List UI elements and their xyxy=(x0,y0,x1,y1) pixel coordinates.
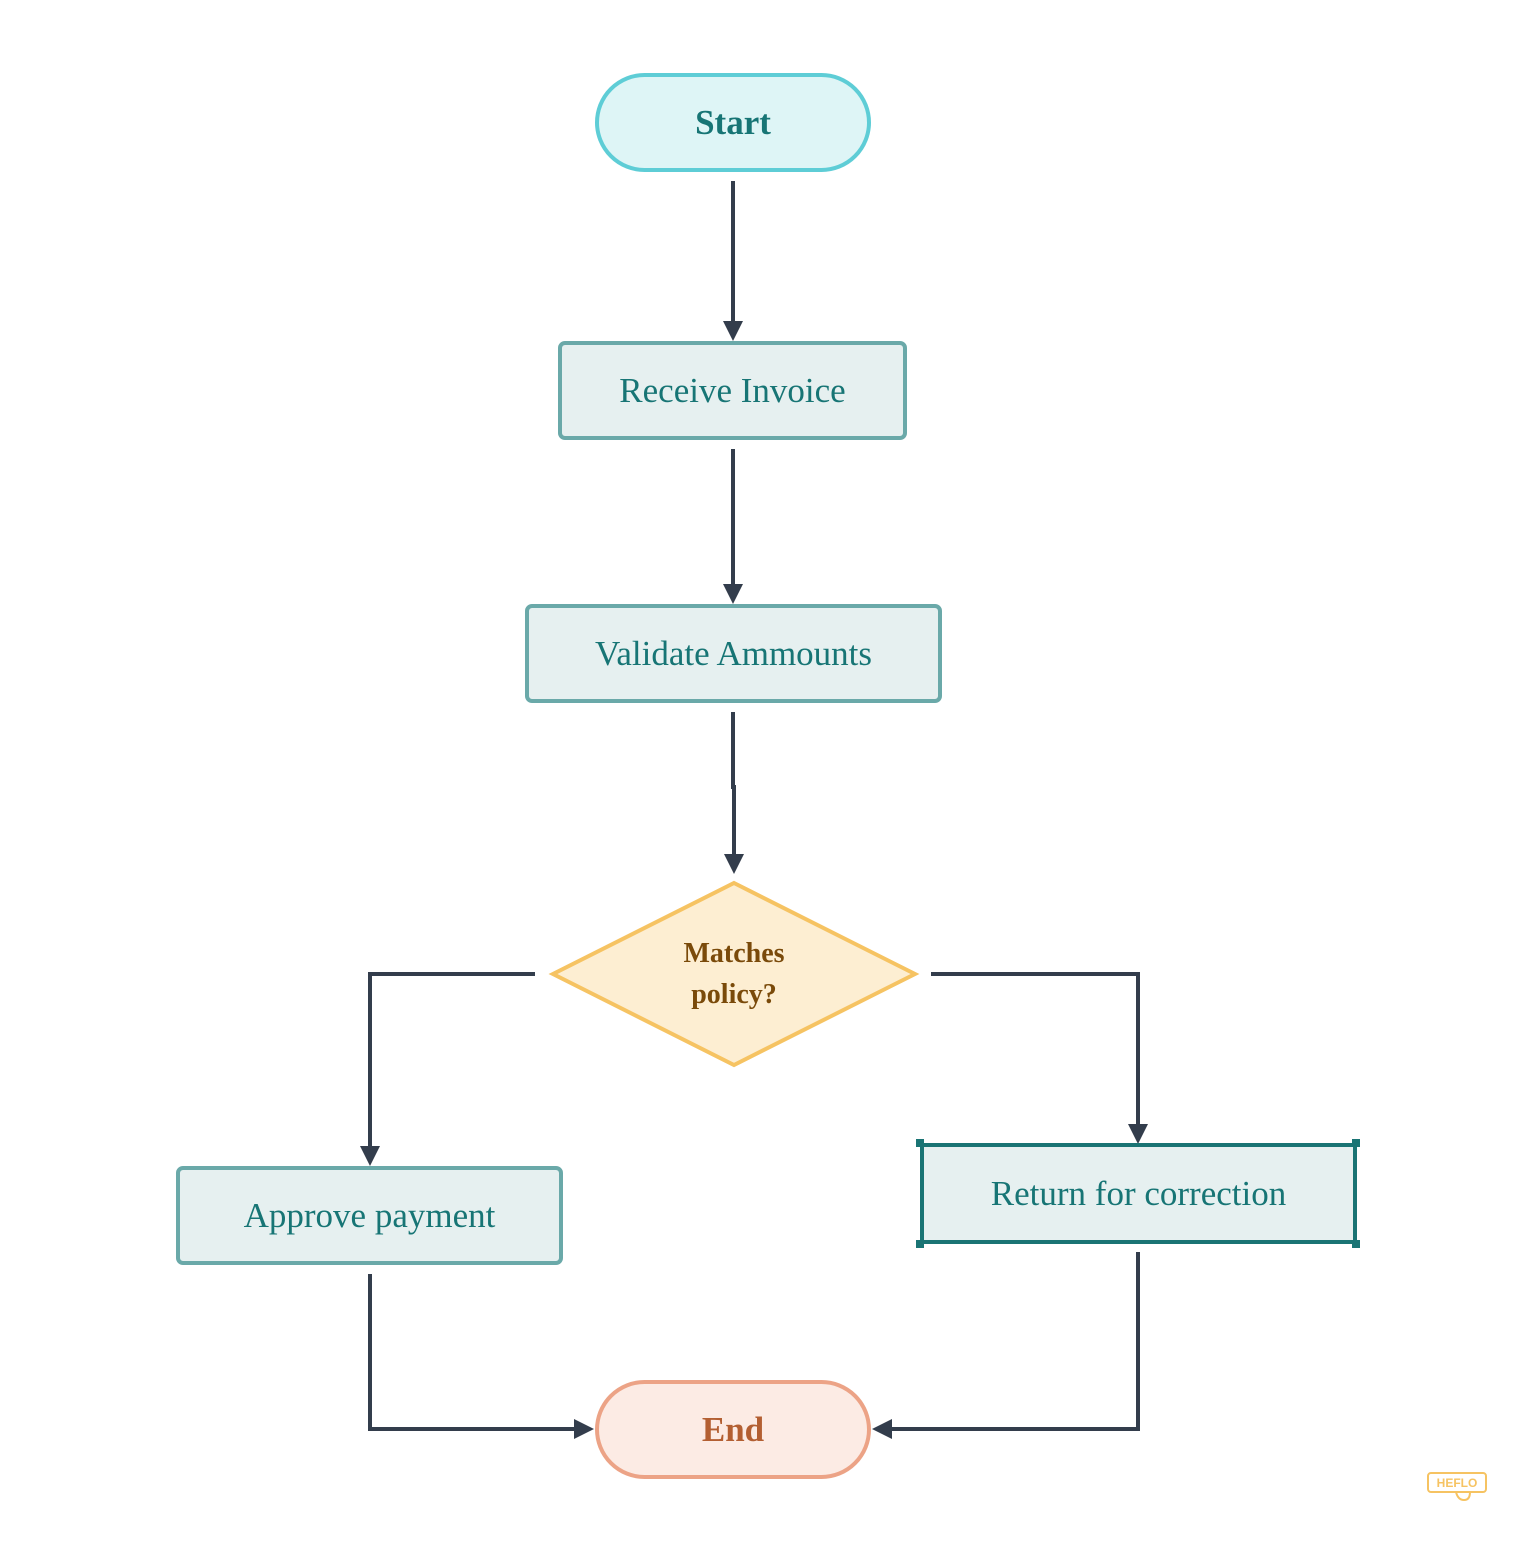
selection-handle-top-right[interactable] xyxy=(1352,1139,1360,1147)
edge-approve-to-end[interactable] xyxy=(368,1274,594,1439)
edge-validate-to-decision[interactable] xyxy=(724,712,744,874)
end-node[interactable]: End xyxy=(595,1380,871,1479)
edge-return-to-end[interactable] xyxy=(872,1252,1140,1439)
selection-handle-top-left[interactable] xyxy=(916,1139,924,1147)
selection-handle-bottom-left[interactable] xyxy=(916,1240,924,1248)
heflo-logo: HEFLO xyxy=(1427,1472,1487,1502)
approve-payment-node[interactable]: Approve payment xyxy=(176,1166,563,1265)
heflo-logo-text: HEFLO xyxy=(1437,1476,1478,1490)
selection-handle-bottom-right[interactable] xyxy=(1352,1240,1360,1248)
decision-diamond[interactable] xyxy=(548,880,920,1068)
edge-decision-to-return[interactable] xyxy=(931,972,1148,1144)
start-node[interactable]: Start xyxy=(595,73,871,172)
return-for-correction-node[interactable]: Return for correction xyxy=(920,1143,1357,1244)
receive-invoice-node[interactable]: Receive Invoice xyxy=(558,341,907,440)
edge-decision-to-approve[interactable] xyxy=(360,972,535,1166)
validate-amounts-node[interactable]: Validate Ammounts xyxy=(525,604,942,703)
decision-label: Matches policy? xyxy=(683,938,785,1010)
